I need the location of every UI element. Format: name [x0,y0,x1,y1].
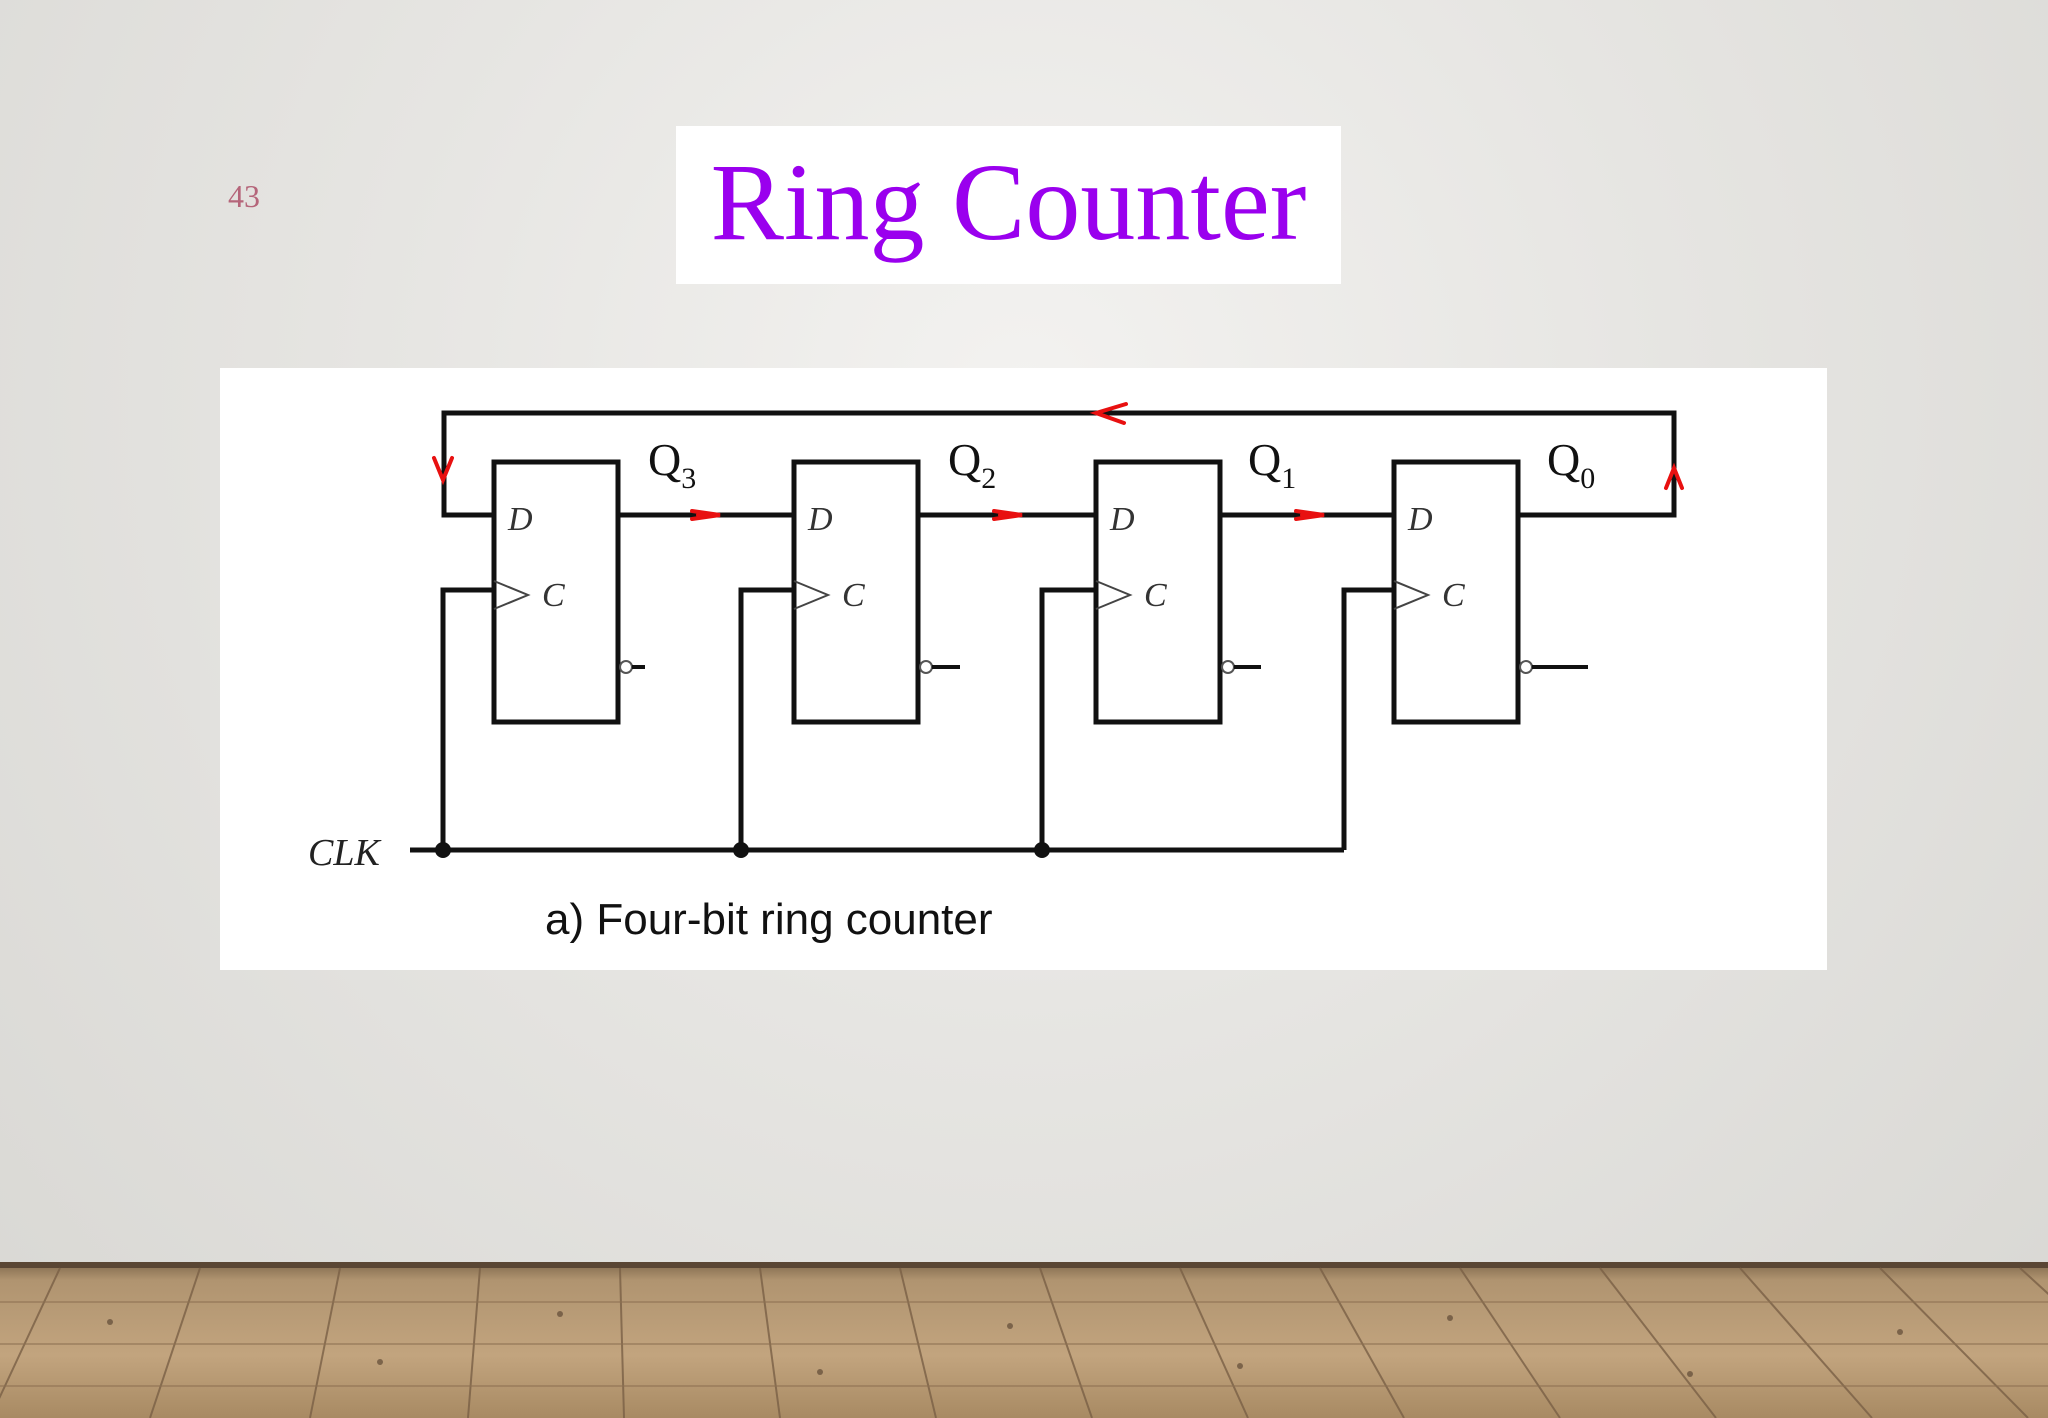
inverted-output-bubble [919,660,933,674]
inverted-output-bubble [1519,660,1533,674]
output-label-q1: Q1 [1248,434,1296,495]
flip-flop-q3: D C [491,459,645,725]
clock-label: CLK [308,832,381,874]
clock-triangle-icon [493,580,531,610]
output-label-q3: Q3 [648,434,696,495]
diagram-caption: a) Four-bit ring counter [545,895,993,944]
clock-triangle-icon [1393,580,1431,610]
flip-flop-box [791,459,921,725]
slide-title: Ring Counter [710,141,1307,263]
ring-counter-diagram: D C D C D C D C [220,368,1827,970]
arrow-down-icon [432,456,454,486]
d-input-label: D [807,501,833,538]
flip-flop-box [1093,459,1223,725]
c-input-label: C [842,577,865,614]
output-label-q2: Q2 [948,434,996,495]
flip-flop-q0: D C [1391,459,1588,725]
feedback-wire [441,410,1677,518]
clock-wires [410,587,1394,853]
c-input-label: C [1442,577,1465,614]
inverted-output-bubble [1221,660,1235,674]
flip-flop-box [491,459,621,725]
arrow-up-icon [1664,462,1684,490]
arrow-right-icon [690,509,721,521]
wood-floor [0,1262,2048,1418]
c-input-label: C [1144,577,1167,614]
d-input-label: D [1109,501,1135,538]
c-input-label: C [542,577,565,614]
clock-triangle-icon [793,580,831,610]
flip-flop-q2: D C [791,459,960,725]
arrow-left-icon [1089,402,1128,425]
ring-counter-circuit: D C D C D C D C [308,402,1684,944]
title-box: Ring Counter [676,126,1341,284]
clock-triangle-icon [1095,580,1133,610]
flip-flop-q1: D C [1093,459,1261,725]
floor-planks [0,1262,2048,1418]
arrow-right-icon [1294,509,1325,521]
inverted-output-bubble [619,660,633,674]
output-label-q0: Q0 [1547,434,1595,495]
slide-number: 43 [228,178,260,214]
arrow-right-icon [992,509,1023,521]
annotation-arrows [432,402,1684,521]
d-input-label: D [1407,501,1433,538]
clock-junctions [435,842,1050,858]
d-input-label: D [507,501,533,538]
